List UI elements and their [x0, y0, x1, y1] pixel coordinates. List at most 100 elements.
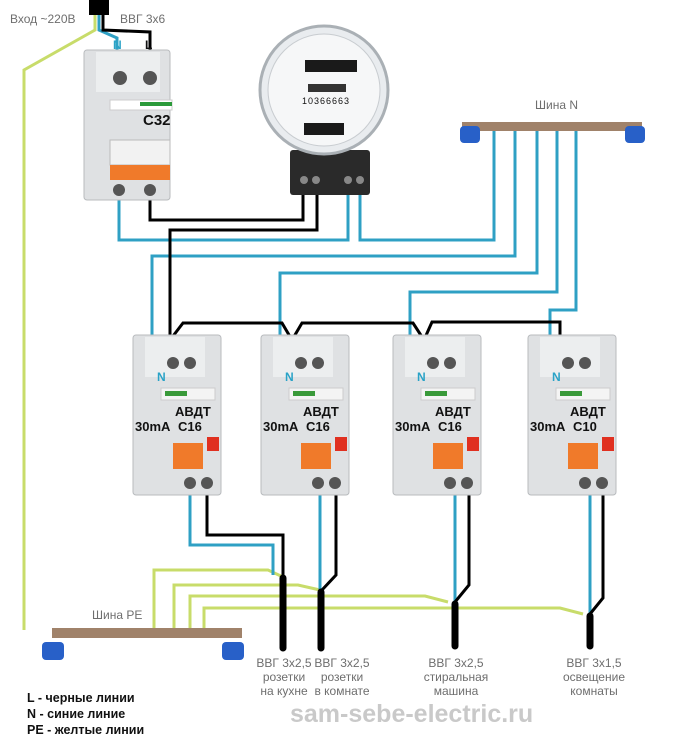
phase-meter-to-rcbos — [168, 190, 319, 340]
phase-out-rcbo2 — [320, 495, 338, 592]
screw-icon — [444, 477, 456, 489]
test-button — [602, 437, 614, 451]
screw-icon — [444, 357, 456, 369]
screw-icon — [579, 357, 591, 369]
screw-icon — [144, 184, 156, 196]
screw-icon — [295, 357, 307, 369]
legend-item-phase: L - черные линии — [27, 691, 135, 705]
screw-icon — [596, 477, 608, 489]
rcbo-handle — [568, 443, 598, 469]
screw-icon — [461, 477, 473, 489]
rcbo-leak-current: 30mA — [530, 419, 566, 434]
rcbo-device — [392, 334, 482, 496]
rcbo-leak-current: 30mA — [135, 419, 171, 434]
phase-breaker-to-meter — [148, 190, 305, 222]
cable-label-room: ВВГ 3х2,5 розетки в комнате — [302, 656, 382, 698]
legend-item-neutral: N - синие линие — [27, 707, 126, 721]
screw-icon — [167, 357, 179, 369]
phase-out-rcbo3 — [453, 495, 471, 603]
neutral-bus-rcbo1 — [150, 130, 517, 340]
rcbo-type: АВДТ — [570, 404, 606, 419]
cable-purpose: стиральная — [423, 670, 489, 684]
earth-wire-room — [172, 583, 321, 632]
screw-icon — [113, 184, 125, 196]
phase-out-rcbo1 — [205, 495, 285, 575]
rcbo-leak-current: 30mA — [263, 419, 299, 434]
neutral-busbar — [460, 122, 645, 143]
rcbo-rating: C10 — [573, 419, 597, 434]
watermark: sam-sebe-electric.ru — [290, 700, 534, 728]
brand-logo — [293, 391, 315, 396]
screw-icon — [312, 477, 324, 489]
breaker-handle — [110, 165, 170, 180]
rcbo-handle — [173, 443, 203, 469]
brand-logo — [425, 391, 447, 396]
screw-icon — [184, 477, 196, 489]
input-label: Вход ~220В — [10, 12, 76, 26]
screw-icon — [579, 477, 591, 489]
rcbo-device — [132, 334, 222, 496]
neutral-input-wire — [97, 14, 119, 60]
neutral-wires — [97, 14, 592, 614]
test-button — [207, 437, 219, 451]
rcbo-group — [132, 334, 617, 496]
test-button — [335, 437, 347, 451]
screw-icon — [562, 357, 574, 369]
screw-icon — [184, 357, 196, 369]
rcbo-type: АВДТ — [435, 404, 471, 419]
cable-spec: ВВГ 3х2,5 — [314, 656, 370, 670]
brand-logo — [165, 391, 187, 396]
neutral-busbar-label: Шина N — [535, 98, 579, 112]
earth-wire-washer — [188, 594, 449, 632]
neutral-breaker-to-meter — [117, 190, 350, 242]
neutral-bus-rcbo2 — [278, 130, 539, 340]
earth-busbar-label: Шина PE — [92, 608, 143, 622]
cable-purpose: розетки — [262, 670, 306, 684]
neutral-bus-rcbo3 — [408, 130, 559, 340]
rcbo-leak-current: 30mA — [395, 419, 431, 434]
input-cable-head — [89, 0, 109, 15]
rcbo-rating: C16 — [306, 419, 330, 434]
cable-purpose: освещение — [562, 670, 625, 684]
earth-input-wire — [22, 12, 97, 630]
screw-icon — [329, 477, 341, 489]
input-cable-label: ВВГ 3х6 — [120, 12, 166, 26]
legend: L - черные линии N - синие линие PE - же… — [27, 690, 144, 738]
earth-wires — [22, 12, 584, 632]
earth-wire-kitchen — [152, 568, 284, 632]
earth-wire-light — [202, 606, 584, 632]
rcbo-rating: C16 — [438, 419, 462, 434]
output-cables — [279, 574, 594, 652]
rcbo-device — [260, 334, 350, 496]
rcbo-n-label: N — [285, 370, 294, 384]
screw-icon — [312, 357, 324, 369]
rcbo-type: АВДТ — [175, 404, 211, 419]
phase-out-rcbo4 — [588, 495, 605, 615]
legend-item-earth: PE - желтые линии — [27, 723, 145, 737]
rcbo-type: АВДТ — [303, 404, 339, 419]
cable-label-light: ВВГ 3х1,5 освещение комнаты — [552, 656, 636, 698]
main-breaker-rating: C32 — [143, 112, 171, 129]
cable-purpose: в комнате — [314, 684, 370, 698]
rcbo-handle — [433, 443, 463, 469]
cable-purpose: на кухне — [260, 684, 308, 698]
rcbo-device — [527, 334, 617, 496]
rcbo-handle — [301, 443, 331, 469]
meter-serial: 10366663 — [302, 96, 351, 106]
neutral-bus-rcbo4 — [548, 130, 578, 340]
cable-purpose: машина — [433, 684, 479, 698]
cable-label-kitchen: ВВГ 3х2,5 розетки на кухне — [244, 656, 324, 698]
neutral-out-rcbo1 — [188, 495, 275, 575]
brand-logo — [560, 391, 582, 396]
cable-spec: ВВГ 3х2,5 — [428, 656, 484, 670]
screw-icon — [113, 71, 127, 85]
phase-wires — [101, 14, 605, 615]
screw-icon — [143, 71, 157, 85]
phase-bridge — [168, 320, 562, 344]
cable-label-washer: ВВГ 3х2,5 стиральная машина — [414, 656, 498, 698]
rcbo-n-label: N — [417, 370, 426, 384]
cable-purpose: розетки — [320, 670, 364, 684]
cable-spec: ВВГ 3х1,5 — [566, 656, 622, 670]
screw-icon — [427, 357, 439, 369]
